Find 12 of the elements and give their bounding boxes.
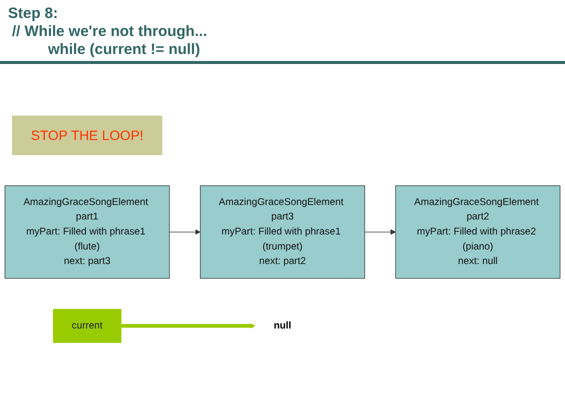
code-line: while (current != null) <box>47 41 202 58</box>
arrow <box>364 229 396 234</box>
node-box: AmazingGraceSongElement part3 myPart: Filled with phrase1 (trumpet) next: part2 <box>200 185 366 278</box>
node-box: AmazingGraceSongElement part2 myPart: Filled with phrase2 (piano) next: null <box>395 185 560 278</box>
node-box: AmazingGraceSongElement part1 myPart: Filled with phrase1 (flute) next: part3 <box>4 185 170 278</box>
node-box: STOP THE LOOP! <box>12 115 162 155</box>
code-line: // While we're not through... <box>11 23 208 40</box>
slide-title: Step 8: <box>8 5 60 22</box>
node-text: null <box>274 320 292 331</box>
arrow <box>121 322 256 328</box>
node-box: current <box>52 308 122 343</box>
arrow <box>169 229 201 234</box>
